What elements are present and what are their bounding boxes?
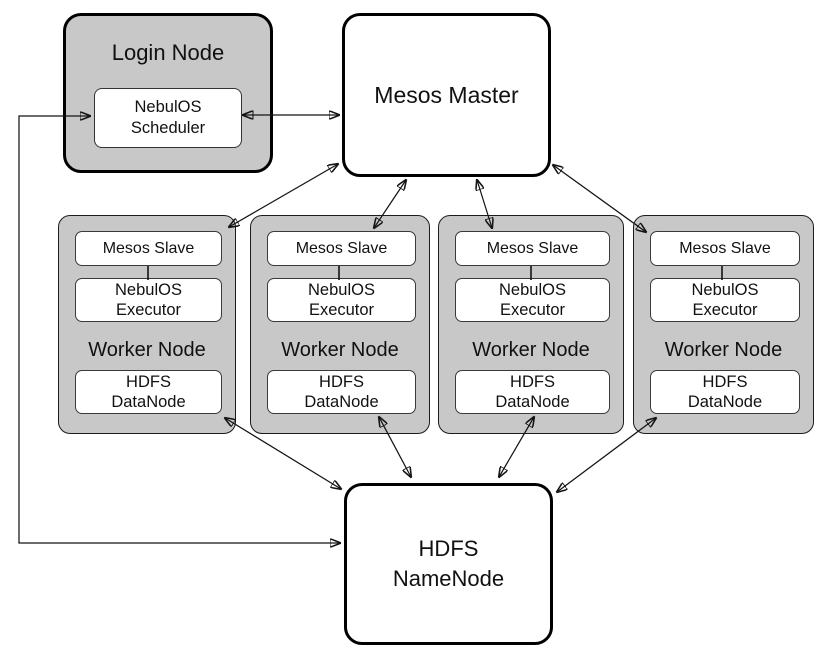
worker-node-2-box: Mesos Slave NebulOS Executor Worker Node… [250,215,430,434]
worker-1-executor-line1: NebulOS [115,280,182,299]
worker-3-datanode-line1: HDFS [510,372,555,391]
worker-3-executor-line2: Executor [499,301,566,319]
scheduler-label-line1: NebulOS [134,98,202,116]
worker-2-executor-line1: NebulOS [308,280,375,299]
login-node-box: Login Node NebulOS Scheduler [63,13,273,173]
worker-1-label: Worker Node [88,339,206,361]
worker-4-datanode-line1: HDFS [702,372,748,391]
worker-2-datanode-line2: DataNode [304,393,379,411]
worker-4-label: Worker Node [664,339,783,361]
worker-1-mesos-slave-box: Mesos Slave [75,231,222,266]
worker-2-nebulos-executor-box: NebulOS Executor [267,278,416,322]
worker-node-4-box: Mesos Slave NebulOS Executor Worker Node… [633,215,814,434]
scheduler-label-line2: Scheduler [130,119,206,137]
worker-4-hdfs-datanode-box: HDFS DataNode [650,370,800,414]
worker-2-datanode-line1: HDFS [319,372,364,391]
nebulos-scheduler-box: NebulOS Scheduler [94,88,242,148]
worker-1-mesos-slave-label: Mesos Slave [102,239,195,257]
worker-2-hdfs-datanode-box: HDFS DataNode [267,370,416,414]
worker-3-mesos-slave-label: Mesos Slave [486,239,579,257]
worker-1-executor-line2: Executor [115,301,182,319]
worker-4-mesos-slave-label: Mesos Slave [679,239,771,257]
worker-4-executor-line2: Executor [692,301,758,319]
mesos-master-label: Mesos Master [374,81,519,108]
hdfs-namenode-box: HDFS NameNode [344,483,553,645]
worker-2-mesos-slave-box: Mesos Slave [267,231,416,266]
worker-3-hdfs-datanode-box: HDFS DataNode [455,370,610,414]
worker-node-1-box: Mesos Slave NebulOS Executor Worker Node… [58,215,236,434]
namenode-label-line2: NameNode [392,566,505,591]
worker-2-executor-line2: Executor [308,301,375,319]
worker-4-nebulos-executor-box: NebulOS Executor [650,278,800,322]
worker-4-datanode-line2: DataNode [687,393,763,411]
worker-2-mesos-slave-label: Mesos Slave [295,239,388,257]
worker-1-hdfs-datanode-box: HDFS DataNode [75,370,222,414]
worker-1-datanode-line2: DataNode [111,393,186,411]
worker-1-datanode-line1: HDFS [126,372,171,391]
worker-3-nebulos-executor-box: NebulOS Executor [455,278,610,322]
login-node-title: Login Node [111,40,225,65]
namenode-label-line1: HDFS [418,536,479,561]
worker-node-3-box: Mesos Slave NebulOS Executor Worker Node… [438,215,624,434]
worker-3-mesos-slave-box: Mesos Slave [455,231,610,266]
worker-3-executor-line1: NebulOS [499,280,566,299]
worker-4-mesos-slave-box: Mesos Slave [650,231,800,266]
worker-1-nebulos-executor-box: NebulOS Executor [75,278,222,322]
mesos-master-box: Mesos Master [342,13,551,177]
worker-3-label: Worker Node [472,339,590,361]
worker-2-label: Worker Node [281,339,399,361]
worker-4-executor-line1: NebulOS [691,280,759,299]
worker-3-datanode-line2: DataNode [495,393,570,411]
